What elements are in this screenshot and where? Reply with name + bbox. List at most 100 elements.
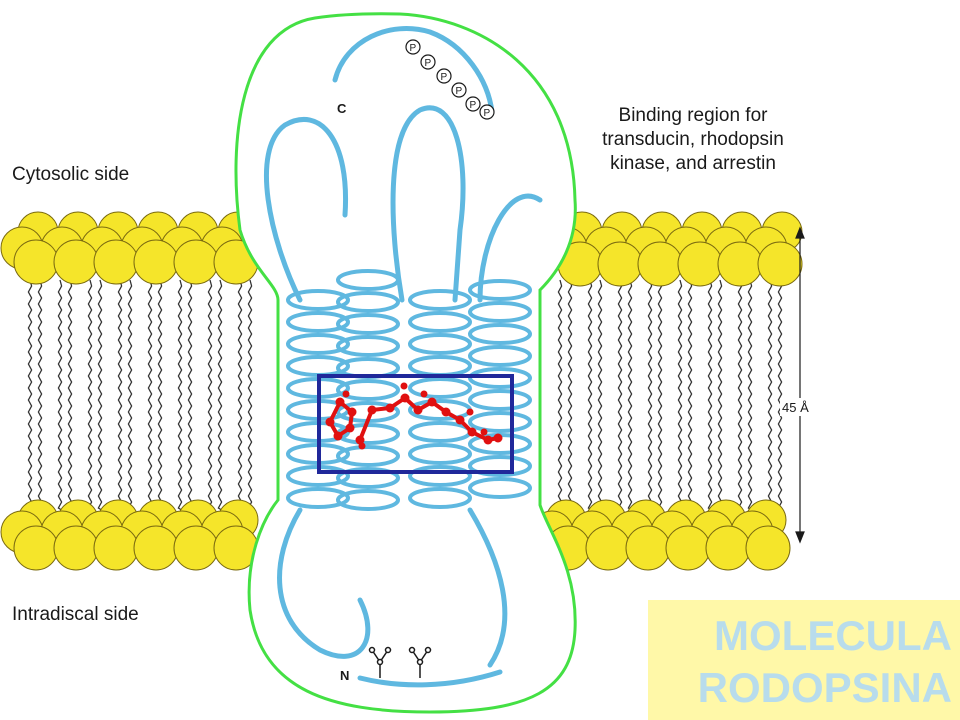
- retinal-atom: [358, 442, 366, 450]
- lipid-tail: [597, 279, 603, 511]
- helix-turn: [468, 345, 532, 367]
- retinal-atom: [345, 423, 355, 433]
- phosphate-circle: [436, 68, 452, 84]
- lipid-head: [665, 525, 711, 571]
- lipid-head: [705, 525, 751, 571]
- retinal-atom: [441, 407, 451, 417]
- lipid-tail: [747, 279, 753, 511]
- retinal-highlight-box: [317, 374, 514, 474]
- phosphate-label: P: [425, 58, 432, 69]
- cytosolic-loop-1: [264, 117, 349, 303]
- helix-turn: [408, 311, 472, 333]
- helix-turn: [286, 289, 350, 311]
- helix-turn: [468, 279, 532, 301]
- retinal-bond: [358, 409, 374, 441]
- title-text: MOLECULA RODOPSINA: [698, 610, 952, 714]
- lipid-head: [717, 241, 763, 287]
- retinal-atom: [342, 390, 350, 398]
- retinal-atom: [480, 428, 488, 436]
- helix-turn: [408, 333, 472, 355]
- protein-outline: [234, 12, 577, 714]
- phosphate-label: P: [484, 108, 491, 119]
- helix-turn: [336, 313, 400, 335]
- binding-region-line: transducin, rhodopsin: [602, 129, 784, 150]
- lipid-head: [93, 239, 139, 285]
- lipid-head: [625, 525, 671, 571]
- lipid-tail: [97, 279, 103, 511]
- lipid-head: [133, 239, 179, 285]
- intradiscal-side-label: Intradiscal side: [12, 604, 139, 625]
- phosphate-circle: [420, 54, 436, 70]
- retinal-atom: [347, 407, 357, 417]
- title-line: MOLECULA: [714, 612, 952, 659]
- lipid-head: [757, 241, 803, 287]
- retinal-atom: [427, 397, 437, 407]
- lipid-tail: [217, 279, 223, 511]
- helix-turn: [408, 443, 472, 465]
- retinal-atom: [335, 397, 345, 407]
- retinal-atom: [400, 393, 410, 403]
- phosphate-circle: [465, 96, 481, 112]
- cytosolic-loop-3: [477, 193, 543, 303]
- helix-turn: [336, 467, 400, 489]
- lipid-head: [13, 525, 59, 571]
- lipid-tail: [777, 279, 783, 511]
- glycosylation-sites: [368, 646, 432, 678]
- phosphate-label: P: [441, 72, 448, 83]
- helix-turn: [468, 477, 532, 499]
- retinal-atom: [493, 433, 503, 443]
- helix-turn: [336, 445, 400, 467]
- lipid-tail: [187, 279, 193, 511]
- binding-region-label: Binding region for transducin, rhodopsin…: [578, 104, 808, 176]
- binding-region-line: Binding region for: [618, 105, 768, 126]
- c-terminal-tail: [332, 26, 495, 115]
- lipid-tail: [567, 279, 573, 511]
- lipid-head: [53, 239, 99, 285]
- n-terminus-label: N: [340, 668, 349, 683]
- c-terminus-label: C: [337, 101, 347, 116]
- protein-loops: [264, 26, 543, 688]
- helix-turn: [408, 487, 472, 509]
- lipid-tail: [647, 279, 653, 511]
- title-banner: MOLECULA RODOPSINA: [648, 600, 960, 720]
- helix-turn: [408, 465, 472, 487]
- lipid-tail: [117, 279, 123, 511]
- title-line: RODOPSINA: [697, 664, 952, 711]
- retinal-atom: [413, 405, 423, 415]
- helix-turn: [336, 379, 400, 401]
- glycan-icon: [368, 646, 392, 678]
- retinal-atom: [385, 403, 395, 413]
- lipid-tail: [57, 279, 63, 511]
- lipid-tails-left: [27, 279, 253, 511]
- helix-turn: [336, 335, 400, 357]
- retinal-atom: [333, 431, 343, 441]
- helix-turn: [468, 389, 532, 411]
- lipid-tail: [247, 279, 253, 511]
- phosphate-circle: [405, 39, 421, 55]
- retinal-molecule: [325, 382, 503, 450]
- binding-region-line: kinase, and arrestin: [610, 153, 776, 174]
- phosphate-circle: [451, 82, 467, 98]
- lipid-tail: [37, 279, 43, 511]
- retinal-atom: [355, 435, 365, 445]
- lipid-tail: [237, 279, 243, 511]
- lipid-head: [53, 525, 99, 571]
- helix-turn: [336, 291, 400, 313]
- helix-turn: [468, 301, 532, 323]
- retinal-atom: [455, 415, 465, 425]
- lipid-tail: [557, 279, 563, 511]
- helix-turn: [468, 411, 532, 433]
- lipid-tails-right: [557, 279, 783, 511]
- lipid-head: [13, 239, 59, 285]
- lipid-head: [637, 241, 683, 287]
- lipid-tail: [127, 279, 133, 511]
- helix-turn: [286, 487, 350, 509]
- lipid-tail: [767, 279, 773, 511]
- n-terminal-tail: [357, 669, 503, 688]
- lipid-tail: [677, 279, 683, 511]
- lipid-head: [173, 239, 219, 285]
- lipid-tail: [147, 279, 153, 511]
- lipid-head: [173, 525, 219, 571]
